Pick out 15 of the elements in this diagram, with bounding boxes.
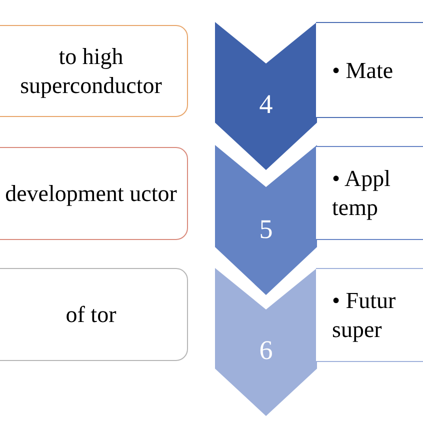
bullet-text: • Futur super	[332, 287, 397, 344]
bullet-text: • Mate	[332, 56, 394, 84]
box-text: development uctor	[4, 180, 178, 208]
box-text: to high superconductor	[19, 43, 163, 100]
text-box	[316, 268, 423, 362]
step-number: 5	[259, 216, 273, 243]
text-box	[316, 22, 423, 118]
rounded-box	[0, 147, 188, 240]
text-box	[316, 146, 423, 240]
rounded-box	[0, 25, 188, 117]
rounded-box	[0, 268, 188, 361]
step-number: 4	[259, 91, 273, 118]
step-number: 6	[259, 337, 273, 364]
bullet-text: • Appl temp	[332, 165, 392, 222]
box-text: of tor	[64, 301, 118, 329]
